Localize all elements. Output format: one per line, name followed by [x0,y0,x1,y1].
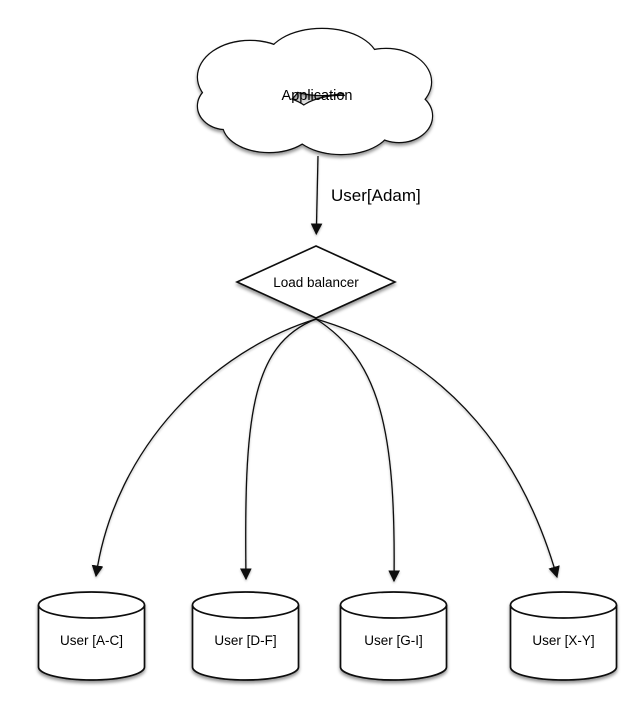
load-balancer-node: Load balancer [235,245,397,319]
edge-loadbalancer-to-shard-3 [315,318,560,579]
shard-node-0: User [A-C] [37,591,146,681]
shard-label: User [G-I] [364,633,423,648]
shard-node-3: User [X-Y] [509,591,618,681]
diamond-icon [235,245,397,319]
shard-label: User [D-F] [214,633,276,648]
application-node: Application [196,27,434,156]
load-balancer-label: Load balancer [273,275,359,290]
edge-loadbalancer-to-shard-2 [315,318,400,583]
edge-application-to-loadbalancer [310,155,323,236]
edges-layer [91,155,560,583]
edge-loadbalancer-to-shard-0 [91,318,317,578]
shard-node-1: User [D-F] [191,591,300,681]
database-cylinder-icon [339,605,448,681]
edge-label-user-adam: User[Adam] [331,186,421,205]
application-label: Application [282,88,353,104]
database-cylinder-icon [191,605,300,681]
edge-loadbalancer-to-shard-1 [240,318,317,581]
shard-node-2: User [G-I] [339,591,448,681]
database-cylinder-icon [37,605,146,681]
database-cylinder-icon [509,605,618,681]
shard-label: User [X-Y] [532,633,594,648]
shard-label: User [A-C] [60,633,123,648]
